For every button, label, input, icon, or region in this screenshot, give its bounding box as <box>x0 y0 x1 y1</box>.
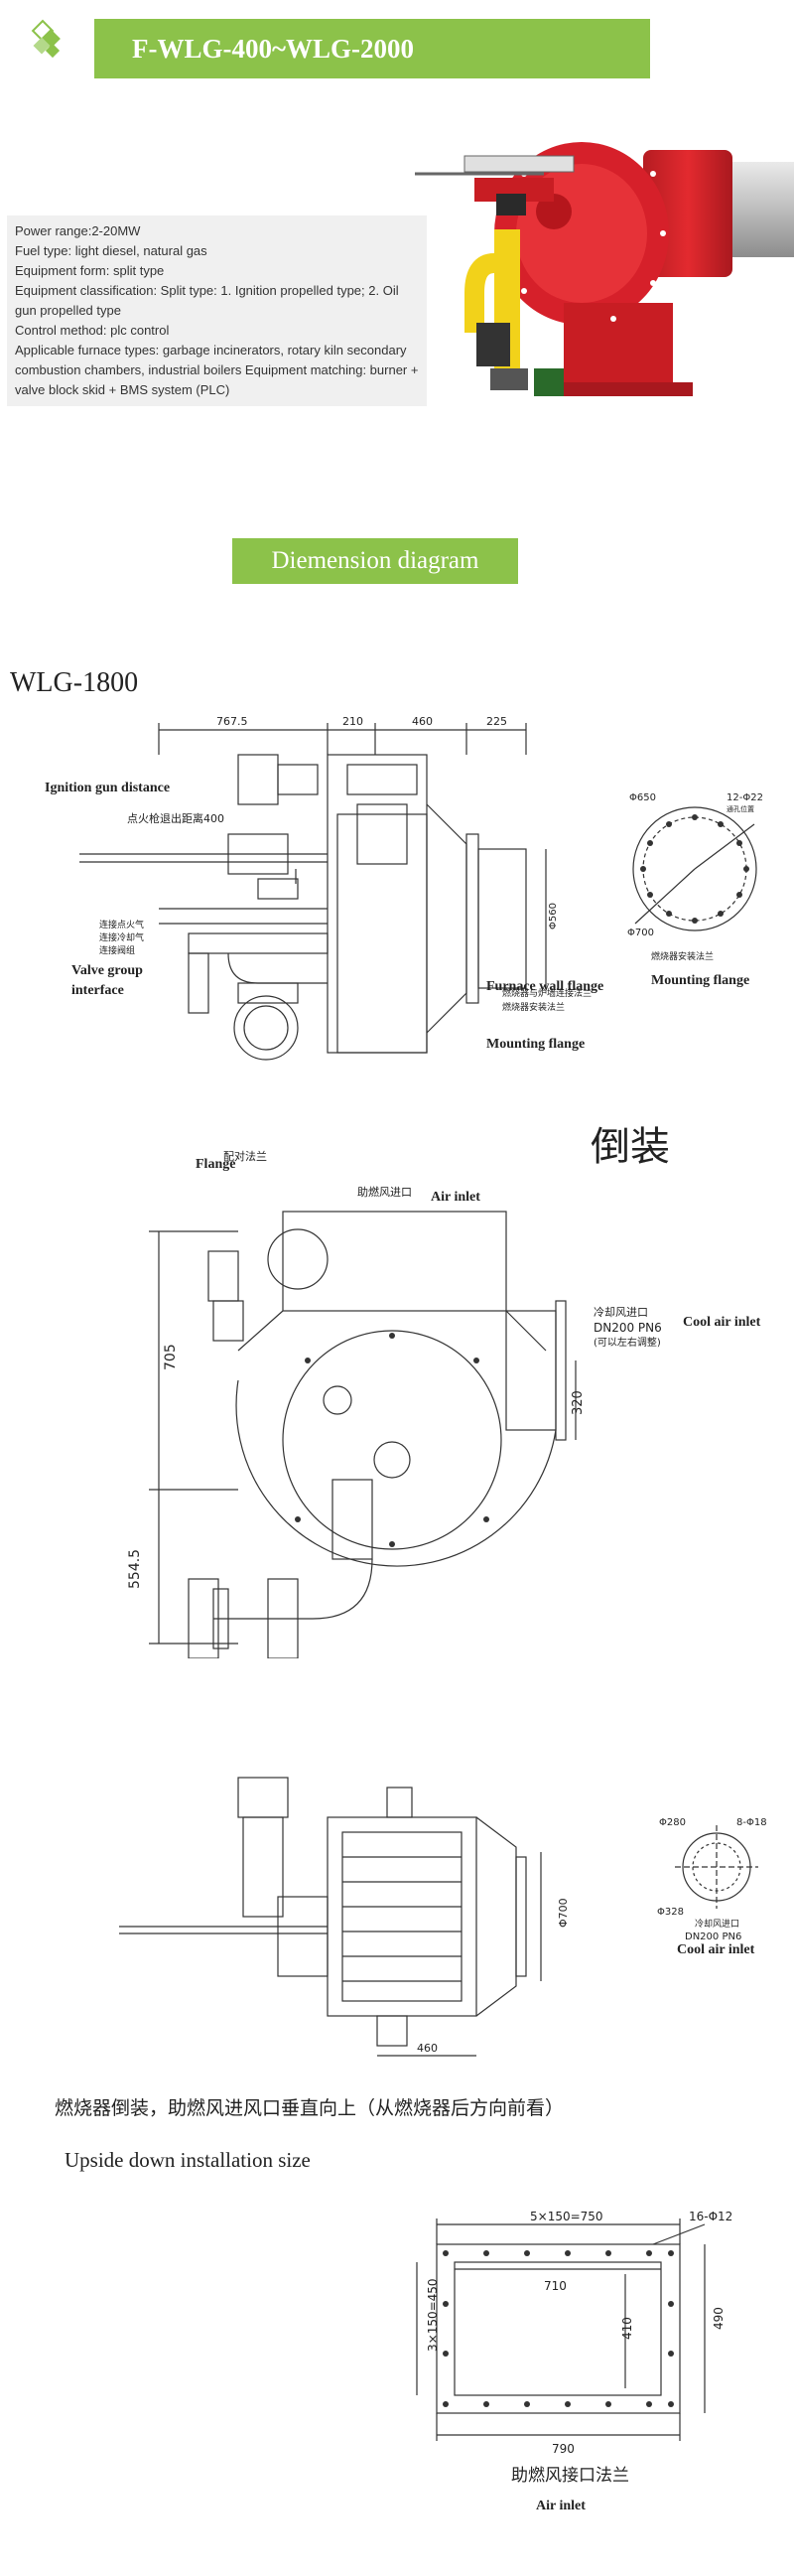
spec-line: Control method: plc control <box>15 323 170 338</box>
model-title: WLG-1800 <box>10 667 139 698</box>
label-flange: Flange <box>196 1157 236 1172</box>
dim-554-5: 554.5 <box>127 1549 143 1589</box>
label-furnace-wall: Furnace wall flange <box>486 979 604 994</box>
flange-holes-sub: 通孔位置 <box>727 804 754 813</box>
dim-3x150: 3×150=450 <box>426 2278 440 2352</box>
label-air-inlet: Air inlet <box>431 1190 480 1205</box>
burner-product-image <box>415 134 794 452</box>
cool-note: (可以左右调整) <box>594 1336 661 1349</box>
zh-cool-inlet: 冷却风进口 <box>594 1306 648 1319</box>
spec-line: valve block skid + BMS system (PLC) <box>15 382 230 397</box>
diagram-wlg1800: WLG-1800 <box>0 655 794 1073</box>
zh-mount-flange: 燃烧器安装法兰 <box>502 1001 565 1013</box>
diagram-air-inlet-flange: 5×150=750 16-Φ12 710 3×150=450 410 490 7… <box>0 2205 794 2576</box>
zh-note-3: 连接阀组 <box>99 944 135 956</box>
zh-air-inlet: 助燃风进口 <box>357 1185 412 1199</box>
inverted-drawing: 配对法兰 助燃风进口 冷却风进口 DN200 PN6 (可以左右调整) 705 … <box>127 1149 662 1658</box>
dim-460-side: 460 <box>417 2042 438 2055</box>
small-d328: Φ328 <box>657 1907 684 1918</box>
dim-790: 790 <box>552 2442 575 2456</box>
zh-note-1: 连接点火气 <box>99 919 144 930</box>
spec-line: Equipment classification: Split type: 1.… <box>15 283 399 298</box>
dim-490: 490 <box>712 2307 726 2330</box>
dim-460: 460 <box>412 715 433 728</box>
mounting-flange-drawing <box>632 806 757 931</box>
label-ignition-gun: Ignition gun distance <box>45 781 171 795</box>
zh-wall-flange: 燃烧器与炉墙连接法兰 <box>502 987 592 999</box>
zh-caption: 燃烧器倒装，助燃风进风口垂直向上（从燃烧器后方向前看） <box>55 2097 565 2119</box>
label-valve-group: Valve group interface <box>71 963 143 998</box>
dim-16-holes: 16-Φ12 <box>689 2210 732 2223</box>
dim-225: 225 <box>486 715 507 728</box>
logo <box>22 18 71 68</box>
zh-note-2: 连接冷却气 <box>99 931 144 943</box>
air-inlet-flange-drawing: 5×150=750 16-Φ12 710 3×150=450 410 490 7… <box>416 2210 732 2456</box>
diagram-inverted: 倒装 Flange Air inlet Cool air inlet <box>0 1102 794 1658</box>
dim-767-5: 767.5 <box>216 715 248 728</box>
label-mounting-flange-2: Mounting flange <box>651 973 750 988</box>
flange-d700: Φ700 <box>627 928 654 938</box>
header-banner: F-WLG-400~WLG-2000 <box>94 19 650 78</box>
section-title: Diemension diagram <box>232 538 518 584</box>
green-diamond-logo-icon <box>31 19 61 59</box>
label-mounting-flange: Mounting flange <box>486 1037 586 1052</box>
zh-flange: 配对法兰 <box>223 1149 267 1163</box>
caption-upside-down: Upside down installation size <box>65 2148 311 2172</box>
spec-box: Power range:2-20MW Fuel type: light dies… <box>7 215 427 406</box>
spec-line: Fuel type: light diesel, natural gas <box>15 243 207 258</box>
spec-line: gun propelled type <box>15 303 121 318</box>
label-cool-air-inlet: Cool air inlet <box>683 1315 761 1330</box>
dim-320: 320 <box>571 1390 586 1415</box>
dim-710: 710 <box>544 2279 567 2293</box>
spec-line: Power range:2-20MW <box>15 223 141 238</box>
wlg1800-drawing: 767.5 210 460 225 点火枪退出距离400 连接点火气 连接冷却气… <box>79 715 763 1061</box>
spec-line: combustion chambers, industrial boilers … <box>15 362 419 377</box>
small-spec: DN200 PN6 <box>685 1932 741 1942</box>
label-air-inlet-bottom: Air inlet <box>536 2499 586 2513</box>
spec-line: Equipment form: split type <box>15 263 165 278</box>
dim-705: 705 <box>163 1344 179 1370</box>
zh-ignition-distance: 点火枪退出距离400 <box>127 811 224 825</box>
dim-700: Φ700 <box>557 1898 570 1928</box>
dim-560: Φ560 <box>548 903 559 930</box>
zh-air-inlet-flange: 助燃风接口法兰 <box>511 2466 629 2486</box>
zh-inverted-title: 倒装 <box>591 1124 670 1170</box>
small-holes: 8-Φ18 <box>736 1817 767 1828</box>
diagram-side: 460 Φ700 Φ280 8-Φ18 Φ328 冷却风进口 DN200 PN6… <box>0 1758 794 2075</box>
label-cool-air-inlet-side: Cool air inlet <box>677 1942 755 1957</box>
cool-spec: DN200 PN6 <box>594 1321 662 1335</box>
flange-holes: 12-Φ22 <box>727 792 763 803</box>
flange-caption-zh: 燃烧器安装法兰 <box>651 950 714 962</box>
side-drawing: 460 Φ700 Φ280 8-Φ18 Φ328 冷却风进口 DN200 PN6 <box>119 1777 767 2057</box>
flange-d650: Φ650 <box>629 792 656 803</box>
dim-5x150: 5×150=750 <box>530 2210 603 2223</box>
dim-410: 410 <box>620 2317 634 2340</box>
page-title: F-WLG-400~WLG-2000 <box>132 34 415 64</box>
dim-210: 210 <box>342 715 363 728</box>
spec-line: Applicable furnace types: garbage incine… <box>15 343 407 358</box>
small-zh: 冷却风进口 <box>695 1918 739 1930</box>
small-d280: Φ280 <box>659 1817 686 1828</box>
